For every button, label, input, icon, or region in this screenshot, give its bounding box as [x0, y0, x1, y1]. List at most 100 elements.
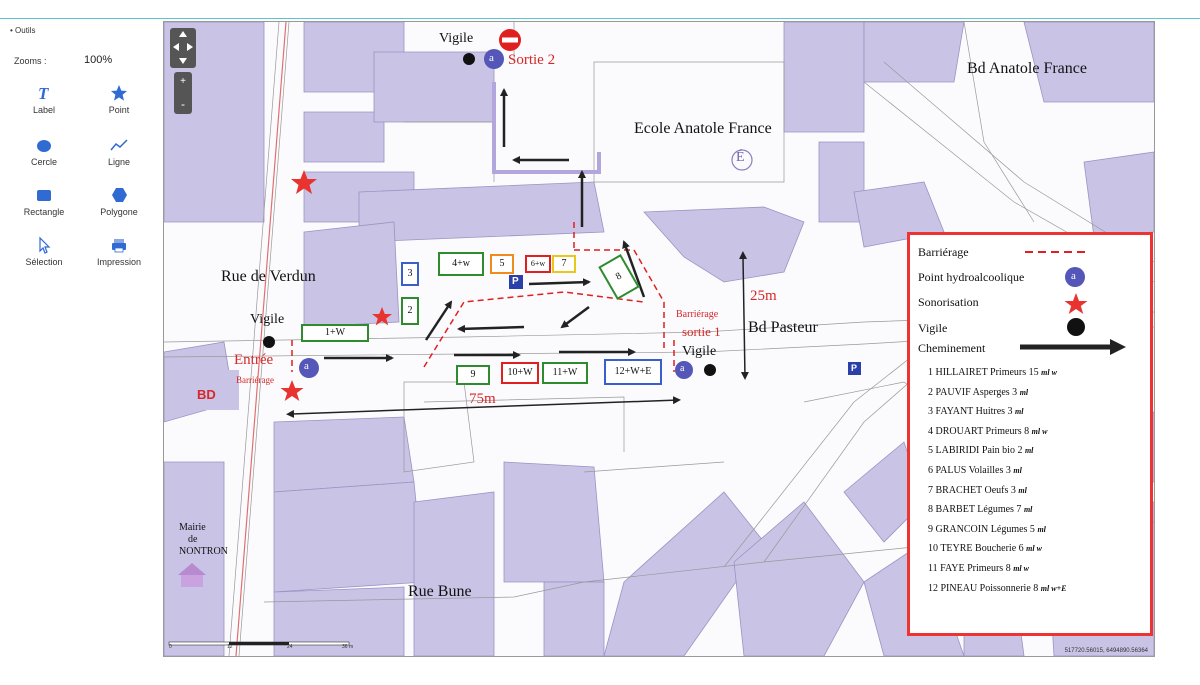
stall-5[interactable]: 5: [490, 254, 514, 274]
legend-vendor-item: 7 BRACHET Oeufs 3 ml: [928, 484, 1027, 496]
distance-arrows: [286, 251, 749, 418]
scale-label-24: 24: [287, 644, 293, 650]
sortie2-label: Sortie 2: [508, 52, 556, 68]
circle-icon: [37, 140, 51, 152]
map-coordinates: 517720.56015, 6494890.56364: [1064, 648, 1148, 654]
scale-label-0: 0: [169, 644, 172, 650]
tool-circle-button[interactable]: Cercle: [14, 136, 74, 167]
tool-line-button[interactable]: Ligne: [89, 136, 149, 167]
legend-vendor-item: 2 PAUVIF Asperges 3 ml: [928, 386, 1029, 398]
hydro-top-letter: a: [489, 52, 494, 64]
legend-vendor-item: 6 PALUS Volailles 3 ml: [928, 464, 1022, 476]
zoom-label: Zooms :: [14, 56, 47, 66]
vigile-left-label: Vigile: [250, 312, 285, 327]
tool-label-button[interactable]: T Label: [32, 84, 56, 115]
sortie1-label: sortie 1: [682, 324, 721, 339]
distance-75m-label: 75m: [469, 391, 496, 407]
parking-letter: P: [512, 276, 519, 287]
ecole-label: Ecole Anatole France: [634, 120, 772, 137]
bd-box: [179, 370, 239, 410]
scale-label-36: 36 m: [342, 644, 354, 650]
mairie-label-3: NONTRON: [179, 546, 228, 557]
ecole-icon-letter: É: [736, 150, 745, 165]
rue-bune-label: Rue Bune: [408, 583, 472, 600]
left-red-road-line: [235, 22, 287, 656]
legend-vendor-item: 12 PINEAU Poissonnerie 8 ml w+E: [928, 582, 1067, 594]
legend-vendor-item: 11 FAYE Primeurs 8 ml w: [928, 562, 1029, 574]
bd-anatole-label: Bd Anatole France: [967, 60, 1087, 77]
hydro-right-letter: a: [680, 363, 685, 374]
cursor-icon: [39, 236, 51, 254]
hydro-left-letter: a: [304, 360, 309, 372]
walking-path-arrows: [324, 88, 646, 362]
print-icon: [112, 239, 126, 253]
legend-vendor-list: 1 HILLAIRET Primeurs 15 ml w 2 PAUVIF As…: [928, 363, 1148, 598]
legend-vendor-item: 3 FAYANT Huitres 3 ml: [928, 406, 1024, 418]
mairie-label-2: de: [188, 534, 198, 545]
bd-label: BD: [197, 387, 216, 402]
map-nav-control: + -: [170, 28, 196, 114]
legend-vendor-item: 4 DROUART Primeurs 8 ml w: [928, 425, 1048, 437]
parking-letter-right: P: [851, 363, 858, 373]
map-legend: Barriérage a Point hydroalcoolique Sonor…: [907, 232, 1153, 636]
legend-vendor-item: 5 LABIRIDI Pain bio 2 ml: [928, 445, 1034, 457]
legend-barriere-label: Barriérage: [918, 245, 969, 259]
rectangle-icon: [37, 190, 51, 201]
map-canvas[interactable]: + - 1+W 2 3 4+w 5 6+w 7 8 9 10+W 11+W 12…: [163, 21, 1155, 657]
rue-verdun-label: Rue de Verdun: [221, 268, 316, 285]
barriere-right-label: Barriérage: [676, 309, 719, 320]
stall-12[interactable]: 12+W+E: [604, 359, 662, 385]
stall-4[interactable]: 4+w: [438, 252, 484, 276]
legend-hydro-letter: a: [1071, 270, 1076, 282]
stall-9[interactable]: 9: [456, 365, 490, 385]
top-divider-line: [0, 18, 1200, 19]
vigile-markers: [263, 53, 716, 376]
svg-text:-: -: [181, 97, 185, 111]
legend-sono-label: Sonorisation: [918, 295, 979, 309]
svg-text:T: T: [38, 84, 49, 102]
legend-vigile-label: Vigile: [918, 321, 948, 335]
legend-symbols: [1020, 251, 1126, 355]
scale-bar: [168, 641, 350, 646]
tool-selection-button[interactable]: Sélection: [14, 236, 74, 267]
legend-vendor-item: 8 BARBET Légumes 7 ml: [928, 504, 1033, 516]
tool-point-button[interactable]: Point: [89, 84, 149, 115]
mairie-label-1: Mairie: [179, 522, 206, 533]
barrier-lines: [291, 222, 675, 372]
stall-3[interactable]: 3: [401, 262, 419, 286]
tools-panel: • Outils Zooms : 100% T Label Point Cerc…: [0, 22, 160, 282]
stall-7[interactable]: 7: [552, 255, 576, 273]
school-icon: [731, 149, 753, 171]
legend-hydro-label: Point hydroalcoolique: [918, 270, 1025, 284]
legend-chemin-label: Cheminement: [918, 341, 986, 355]
vigile-top-label: Vigile: [439, 31, 474, 46]
stall-6[interactable]: 6+w: [525, 255, 551, 273]
access-path: [492, 82, 601, 174]
scale-label-12: 12: [227, 644, 233, 650]
tool-rectangle-button[interactable]: Rectangle: [14, 186, 74, 217]
stall-10[interactable]: 10+W: [501, 362, 539, 384]
sound-markers: [280, 170, 392, 401]
vigile-right-label: Vigile: [682, 344, 717, 359]
svg-text:+: +: [180, 76, 186, 87]
barriere-left-label: Barriérage: [236, 375, 274, 385]
parking-icon: [509, 275, 861, 375]
legend-vendor-item: 9 GRANCOIN Légumes 5 ml: [928, 523, 1046, 535]
tool-print-button[interactable]: Impression: [89, 236, 149, 267]
entree-label: Entrée: [234, 352, 274, 368]
tool-polygon-button[interactable]: Polygone: [89, 186, 149, 217]
legend-vendor-item: 1 HILLAIRET Primeurs 15 ml w: [928, 367, 1057, 378]
bd-pasteur-label: Bd Pasteur: [748, 319, 818, 336]
stall-1[interactable]: 1+W: [301, 324, 369, 342]
stall-2[interactable]: 2: [401, 297, 419, 325]
no-entry-icon: [499, 29, 521, 51]
legend-vendor-item: 10 TEYRE Boucherie 6 ml w: [928, 543, 1042, 555]
star-icon: [111, 85, 127, 101]
zoom-value[interactable]: 100%: [84, 54, 113, 66]
text-t-icon: T: [38, 84, 49, 102]
hydro-markers: [299, 49, 693, 379]
line-icon: [110, 139, 128, 151]
tools-panel-title: • Outils: [10, 26, 36, 35]
polygon-icon: [112, 188, 127, 202]
stall-11[interactable]: 11+W: [542, 362, 588, 384]
